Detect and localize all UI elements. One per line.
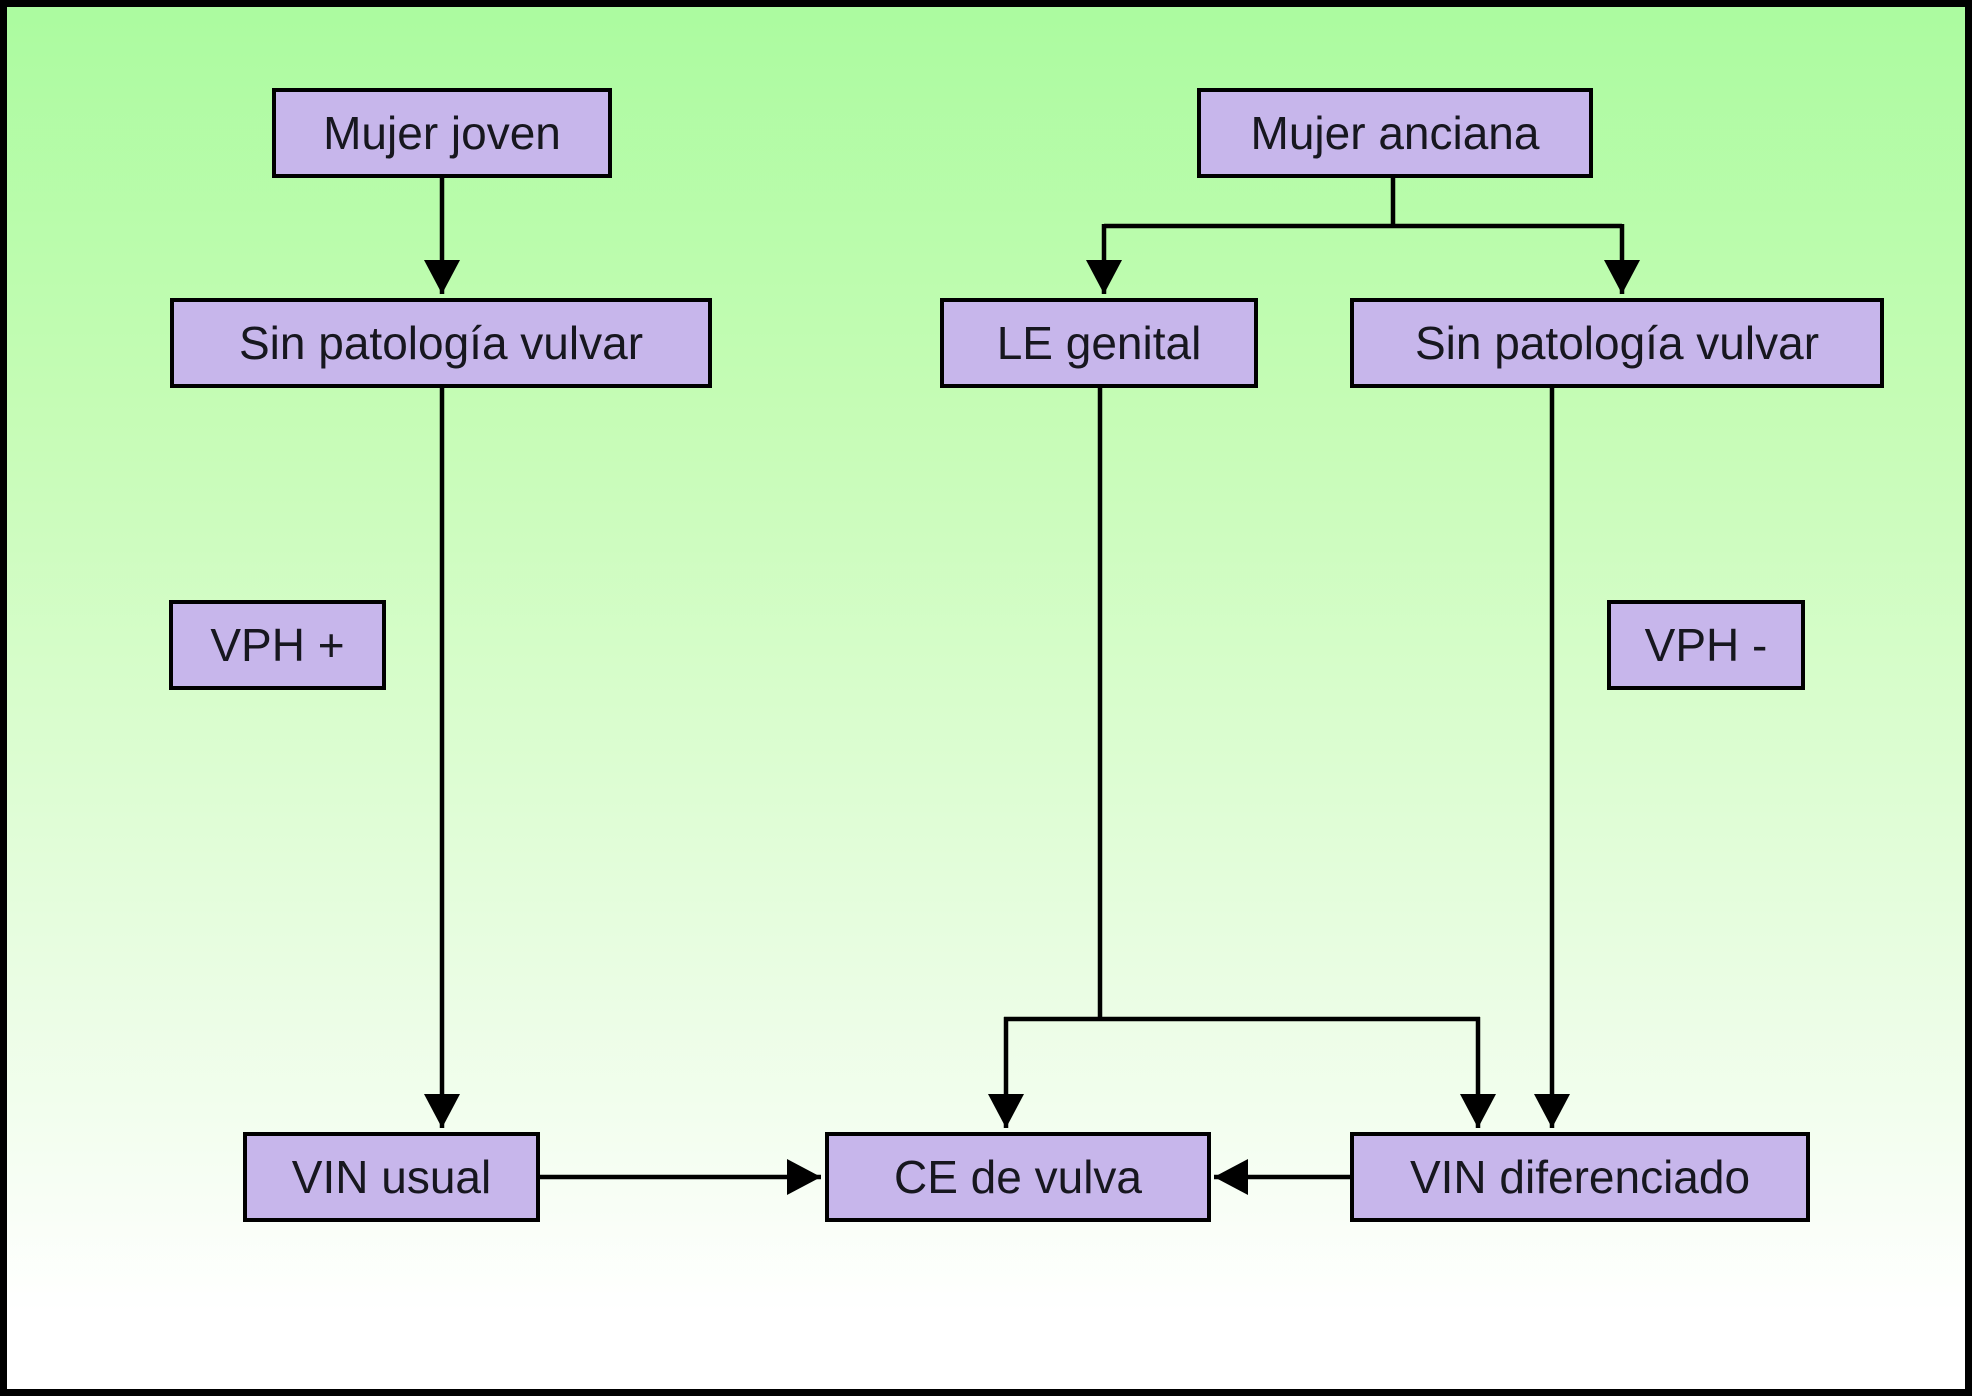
node-vph-negative-label: VPH - — [1644, 619, 1768, 671]
node-sin-patologia-vulvar-left-label: Sin patología vulvar — [238, 317, 644, 369]
node-le-genital-label: LE genital — [996, 317, 1202, 369]
node-sin-patologia-vulvar-right: Sin patología vulvar — [1350, 298, 1884, 388]
node-sin-patologia-vulvar-right-label: Sin patología vulvar — [1414, 317, 1820, 369]
node-ce-de-vulva: CE de vulva — [825, 1132, 1211, 1222]
node-mujer-anciana-label: Mujer anciana — [1250, 107, 1540, 159]
node-vph-negative: VPH - — [1607, 600, 1805, 690]
node-mujer-joven-label: Mujer joven — [323, 107, 561, 159]
node-vin-diferenciado: VIN diferenciado — [1350, 1132, 1810, 1222]
node-vin-usual-label: VIN usual — [291, 1151, 492, 1203]
node-le-genital: LE genital — [940, 298, 1258, 388]
node-vin-diferenciado-label: VIN diferenciado — [1409, 1151, 1751, 1203]
node-vin-usual: VIN usual — [243, 1132, 540, 1222]
node-mujer-joven: Mujer joven — [272, 88, 612, 178]
node-ce-de-vulva-label: CE de vulva — [893, 1151, 1142, 1203]
node-vph-positive-label: VPH + — [210, 619, 345, 671]
node-vph-positive: VPH + — [169, 600, 386, 690]
node-mujer-anciana: Mujer anciana — [1197, 88, 1593, 178]
node-sin-patologia-vulvar-left: Sin patología vulvar — [170, 298, 712, 388]
